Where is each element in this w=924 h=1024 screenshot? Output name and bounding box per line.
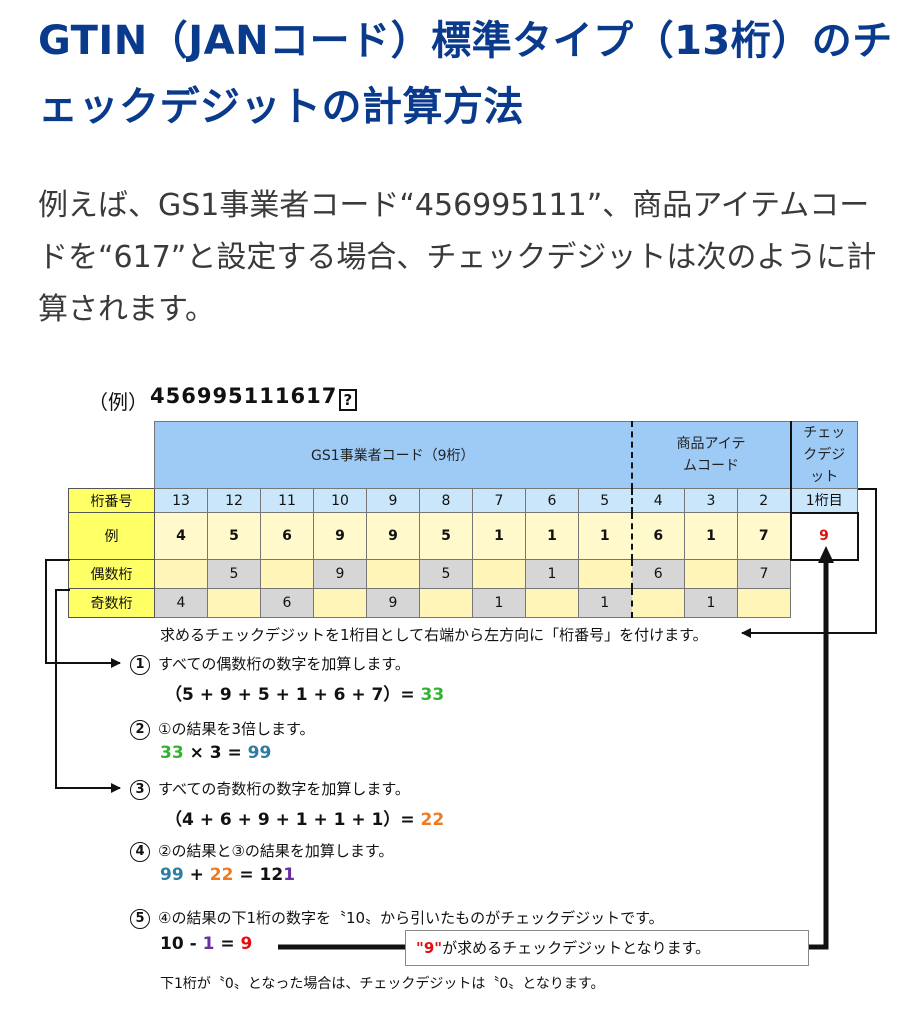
position-cell: 8 xyxy=(419,488,473,513)
position-cell: 9 xyxy=(366,488,420,513)
odd-cell xyxy=(419,588,473,618)
even-cell xyxy=(578,559,632,589)
even-cell: 5 xyxy=(419,559,473,589)
digit-cell: 5 xyxy=(207,512,261,560)
digit-cell: 1 xyxy=(578,512,632,560)
page-title: GTIN（JANコード）標準タイプ（13桁）のチェックデジットの計算方法 xyxy=(38,18,893,130)
even-cell xyxy=(154,559,208,589)
step-number-3: 3 xyxy=(130,780,150,800)
example-label: （例） xyxy=(88,390,148,414)
digit-table: GS1事業者コード（9桁） 商品アイテムコード チェックデジット 桁番号 13 … xyxy=(68,421,859,618)
step-number-2: 2 xyxy=(130,720,150,740)
even-cell: 1 xyxy=(525,559,579,589)
row-label-position: 桁番号 xyxy=(68,488,155,513)
note-top: 求めるチェックデジットを1桁目として右端から左方向に「桁番号」を付けます。 xyxy=(160,626,708,644)
even-cell: 9 xyxy=(313,559,367,589)
step-4-formula: 99 + 22 = 121 xyxy=(160,865,296,885)
result-callout: "9"が求めるチェックデジットとなります。 xyxy=(405,930,809,966)
step-1-formula: （5 + 9 + 5 + 1 + 6 + 7）= 33 xyxy=(165,685,445,705)
check-placeholder-box: ? xyxy=(339,389,358,411)
step-3-formula: （4 + 6 + 9 + 1 + 1 + 1）= 22 xyxy=(165,810,445,830)
row-label-odd: 奇数桁 xyxy=(68,588,155,618)
header-item-code: 商品アイテムコード xyxy=(630,421,791,489)
position-cell: 6 xyxy=(525,488,579,513)
odd-cell xyxy=(630,588,685,618)
step-number-4: 4 xyxy=(130,842,150,862)
digit-cell: 6 xyxy=(630,512,685,560)
even-cell xyxy=(472,559,526,589)
position-cell-check: 1桁目 xyxy=(789,488,858,513)
digit-cell: 7 xyxy=(737,512,791,560)
position-cell: 11 xyxy=(260,488,314,513)
position-row: 桁番号 13 12 11 10 9 8 7 6 5 4 3 2 1桁目 xyxy=(68,488,858,513)
position-cell: 2 xyxy=(737,488,791,513)
description-paragraph: 例えば、GS1事業者コード“456995111”、商品アイテムコードを“617”… xyxy=(38,188,877,327)
even-cell xyxy=(366,559,420,589)
step-number-1: 1 xyxy=(130,655,150,675)
odd-cell: 6 xyxy=(260,588,314,618)
position-cell: 13 xyxy=(154,488,208,513)
odd-cell: 1 xyxy=(578,588,632,618)
even-cell xyxy=(684,559,738,589)
header-gs1-company-code: GS1事業者コード（9桁） xyxy=(154,421,632,489)
header-check-digit: チェックデジット xyxy=(789,421,858,489)
note-bottom: 下1桁が〝0〟となった場合は、チェックデジットは〝0〟となります。 xyxy=(160,976,605,992)
digit-cell: 9 xyxy=(313,512,367,560)
connector-arrows xyxy=(45,488,877,950)
digit-cell: 9 xyxy=(366,512,420,560)
step-number-5: 5 xyxy=(130,909,150,929)
even-cell: 5 xyxy=(207,559,261,589)
odd-cell xyxy=(207,588,261,618)
digit-cell: 5 xyxy=(419,512,473,560)
step-2-formula: 33 × 3 = 99 xyxy=(160,743,272,763)
check-digit-figure: （例） 456995111617? GS1事業者コード（9桁） 商品アイテムコー… xyxy=(0,370,924,1024)
example-row: 例 4 5 6 9 9 5 1 1 1 6 1 7 9 xyxy=(68,511,859,561)
odd-cell: 1 xyxy=(472,588,526,618)
odd-row: 奇数桁 4 6 9 1 1 1 xyxy=(68,588,858,618)
position-cell: 4 xyxy=(630,488,685,513)
example-code: 456995111617? xyxy=(150,384,358,411)
even-cell: 6 xyxy=(630,559,685,589)
odd-cell: 9 xyxy=(366,588,420,618)
odd-cell xyxy=(737,588,791,618)
odd-cell: 4 xyxy=(154,588,208,618)
odd-cell xyxy=(525,588,579,618)
odd-cell: 1 xyxy=(684,588,738,618)
digit-cell: 1 xyxy=(684,512,738,560)
row-label-even: 偶数桁 xyxy=(68,559,155,589)
step-5-formula: 10 - 1 = 9 xyxy=(160,934,253,954)
digit-cell: 6 xyxy=(260,512,314,560)
position-cell: 10 xyxy=(313,488,367,513)
even-cell xyxy=(260,559,314,589)
even-row: 偶数桁 5 9 5 1 6 7 xyxy=(68,559,858,589)
position-cell: 3 xyxy=(684,488,738,513)
odd-cell xyxy=(313,588,367,618)
position-cell: 7 xyxy=(472,488,526,513)
position-cell: 5 xyxy=(578,488,632,513)
